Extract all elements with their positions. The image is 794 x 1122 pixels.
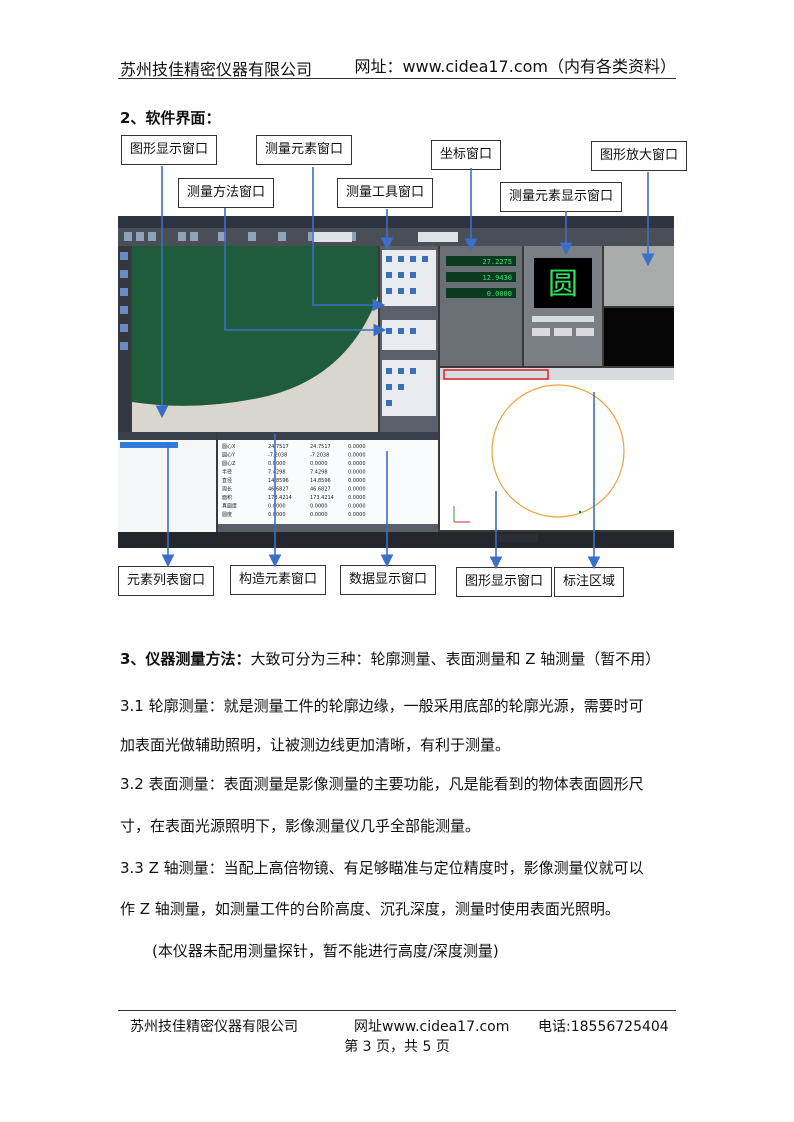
data-table-cell: 圆心X — [222, 443, 236, 450]
coord-x-value: 27.2275 — [482, 258, 512, 266]
data-table-cell: 0.0000 — [310, 461, 328, 467]
callout-construct-element-window: 构造元素窗口 — [230, 565, 327, 595]
section-3-intro: 大致可分为三种：轮廓测量、表面测量和 Z 轴测量（暂不用） — [250, 650, 661, 668]
data-table-cell: 0.0000 — [348, 512, 366, 518]
coord-z-value: 0.0000 — [487, 290, 512, 298]
data-table-cell: 7.4298 — [310, 470, 328, 476]
header-divider — [118, 78, 676, 79]
para-3-3-line1: 3.3 Z 轴测量：当配上高倍物镜、有足够瞄准与定位精度时，影像测量仪就可以 — [120, 859, 644, 877]
section-3-title: 3、仪器测量方法： — [120, 650, 251, 668]
footer-phone: 电话:18556725404 — [538, 1019, 669, 1035]
data-table-cell: 面积 — [222, 494, 232, 501]
software-screenshot: 27.2275 12.9430 0.0000 圆 圆心X 24.7517 24.75… — [118, 216, 674, 548]
data-table-cell: 0.0000 — [348, 453, 366, 459]
section-3-heading: 3、仪器测量方法：大致可分为三种：轮廓测量、表面测量和 Z 轴测量（暂不用） — [120, 648, 680, 669]
para-note: (本仪器未配用测量探针，暂不能进行高度/深度测量) — [152, 942, 499, 960]
data-table-cell: 0.0000 — [348, 461, 366, 467]
data-table-cell: 0.0000 — [268, 504, 286, 510]
para-3-1-line2: 加表面光做辅助照明，让被测边线更加清晰，有利于测量。 — [120, 736, 511, 754]
coord-y-value: 12.9430 — [482, 274, 512, 282]
para-3-3-line2: 作 Z 轴测量，如测量工件的台阶高度、沉孔深度，测量时使用表面光照明。 — [120, 900, 620, 918]
data-table-cell: 46.6827 — [310, 487, 331, 493]
callout-magnify-window: 图形放大窗口 — [591, 141, 688, 171]
data-table-cell: -7.2038 — [268, 453, 287, 459]
data-table-cell: 0.0000 — [348, 504, 366, 510]
data-table-cell: 半径 — [222, 469, 232, 476]
data-table-cell: 173.4214 — [268, 495, 292, 501]
callout-measure-element-window: 测量元素窗口 — [256, 135, 353, 165]
data-table-cell: 0.0000 — [310, 512, 328, 518]
data-table-cell: 24.7517 — [268, 444, 289, 450]
footer-divider — [118, 1010, 676, 1011]
data-table-cell: 0.0000 — [348, 487, 366, 493]
footer-company: 苏州技佳精密仪器有限公司 — [130, 1019, 298, 1035]
data-table-cell: 0.0000 — [348, 470, 366, 476]
data-table-cell: 直径 — [222, 477, 232, 484]
callout-data-display-window: 数据显示窗口 — [340, 565, 437, 595]
footer-page-number: 第 3 页，共 5 页 — [344, 1039, 450, 1055]
data-table-cell: 0.0000 — [348, 495, 366, 501]
data-table-cell: 46.6827 — [268, 487, 289, 493]
callout-measure-tool-window: 测量工具窗口 — [337, 178, 434, 208]
data-table-cell: 0.0000 — [310, 504, 328, 510]
data-table-cell: 圆心Y — [222, 452, 236, 459]
callout-graphic-display-window: 图形显示窗口 — [121, 135, 218, 165]
data-table-cell: -7.2038 — [310, 453, 329, 459]
data-table-cell: 0.0000 — [268, 512, 286, 518]
element-glyph: 圆 — [548, 267, 578, 302]
data-table-cell: 真圆度 — [222, 503, 237, 510]
data-table-cell: 圆度 — [222, 511, 232, 518]
data-table-cell: 0.0000 — [348, 478, 366, 484]
data-table-cell: 圆心Z — [222, 460, 236, 467]
callout-graphic-display-window-2: 图形显示窗口 — [456, 567, 553, 597]
callout-measure-method-window: 测量方法窗口 — [178, 178, 275, 208]
para-3-1-line1: 3.1 轮廓测量：就是测量工件的轮廓边缘，一般采用底部的轮廓光源，需要时可 — [120, 697, 644, 715]
para-3-2-line2: 寸，在表面光源照明下，影像测量仪几乎全部能测量。 — [120, 817, 481, 835]
header-website: 网址：www.cidea17.com（内有各类资料） — [354, 57, 676, 76]
data-table-cell: 0.0000 — [268, 461, 286, 467]
data-table-cell: 14.8596 — [268, 478, 289, 484]
para-3-2-line1: 3.2 表面测量：表面测量是影像测量的主要功能，凡是能看到的物体表面圆形尺 — [120, 775, 644, 793]
software-screenshot-drawing: 27.2275 12.9430 0.0000 圆 圆心X 24.7517 24.75… — [118, 216, 674, 548]
data-table-cell: 24.7517 — [310, 444, 331, 450]
footer-website: 网址www.cidea17.com — [354, 1019, 510, 1035]
data-table-cell: 173.4214 — [310, 495, 334, 501]
callout-coordinate-window: 坐标窗口 — [431, 140, 502, 170]
data-table-cell: 14.8596 — [310, 478, 331, 484]
callout-element-list-window: 元素列表窗口 — [118, 566, 215, 596]
header-company: 苏州技佳精密仪器有限公司 — [120, 60, 313, 79]
data-table-cell: 0.0000 — [348, 444, 366, 450]
section-2-title: 2、软件界面： — [120, 109, 221, 127]
data-table-cell: 周长 — [222, 486, 232, 493]
callout-element-display-window: 测量元素显示窗口 — [500, 182, 623, 212]
data-table-cell: 7.4298 — [268, 470, 286, 476]
callout-annotation-area: 标注区域 — [554, 567, 625, 597]
